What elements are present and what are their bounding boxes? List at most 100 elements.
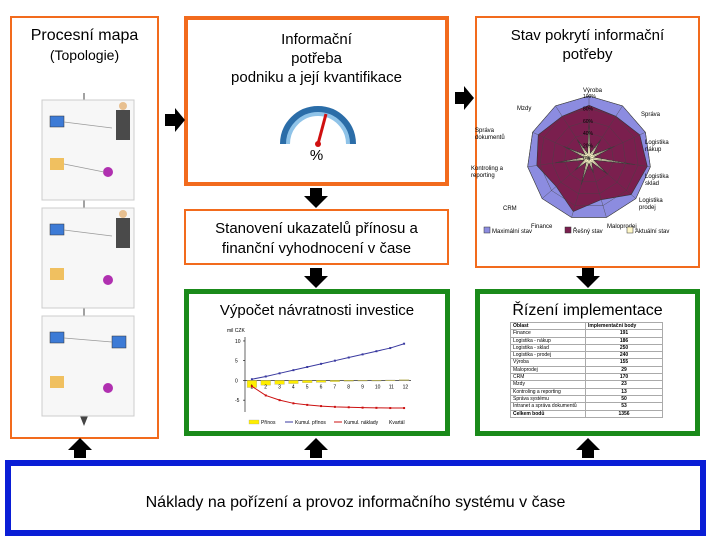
info-need-line3: podniku a její kvantifikace xyxy=(231,69,402,86)
radar-axis-label: Finance xyxy=(531,224,553,230)
roi-cum-cost-line-point xyxy=(278,399,281,402)
radar-spoke xyxy=(532,132,590,159)
radar-spoke xyxy=(571,157,590,218)
indicators-panel: Stanovení ukazatelů přínosu a finanční v… xyxy=(184,209,449,265)
roi-bar xyxy=(260,380,271,386)
roi-cum-benefit-line-point xyxy=(320,362,323,365)
roi-bar xyxy=(302,380,313,383)
table-head-points: Implementační body xyxy=(585,321,663,331)
roi-cum-cost-line-point xyxy=(403,407,406,410)
roi-bar xyxy=(343,380,354,382)
roi-x-tick-label: 4 xyxy=(292,384,295,390)
indicators-line1: Stanovení ukazatelů přínosu a xyxy=(215,220,418,237)
coverage-title-line1: Stav pokrytí informační xyxy=(510,27,665,44)
roi-x-tick-label: 5 xyxy=(306,384,309,390)
radar-ring xyxy=(551,120,627,194)
process-map-subtitle: (Topologie) xyxy=(49,47,120,63)
radar-ring-label: 80% xyxy=(583,106,594,112)
table-cell-points: 155 xyxy=(585,358,663,367)
table-cell-points: 53 xyxy=(585,402,663,411)
table-cell-points: 170 xyxy=(585,373,663,382)
roi-unit-label: mil CZK xyxy=(227,328,245,334)
roi-bar xyxy=(399,379,410,381)
process-map-panel: Procesní mapa (Topologie) xyxy=(10,16,159,439)
roi-x-tick-label: 12 xyxy=(403,384,409,390)
roi-x-tick-label: 1 xyxy=(250,384,253,390)
roi-x-tick-label: 7 xyxy=(333,384,336,390)
radar-ring-label: 20% xyxy=(583,144,594,150)
table-cell-points: 29 xyxy=(585,365,663,375)
arrow-coverage-to-impl xyxy=(576,268,600,288)
arrow-info-to-coverage xyxy=(455,86,474,110)
roi-x-tick-label: 6 xyxy=(320,384,323,390)
roi-cum-cost-line-point xyxy=(333,405,336,408)
roi-x-tick-label: 11 xyxy=(389,384,394,390)
roi-bar xyxy=(246,380,257,388)
roi-cum-benefit-line-point xyxy=(264,375,267,378)
gauge-label: % xyxy=(309,147,324,164)
process-flow-arrow xyxy=(80,416,88,426)
process-map-diagram xyxy=(41,93,135,426)
roi-bar xyxy=(288,380,299,384)
roi-bar xyxy=(357,380,368,382)
arrow-footer-to-roi xyxy=(304,438,328,458)
roi-bar xyxy=(316,380,327,383)
table-cell-points: 240 xyxy=(585,351,663,360)
roi-bar xyxy=(329,380,340,382)
arrow-info-to-indicators xyxy=(304,188,328,208)
roi-x-tick-label: 3 xyxy=(278,384,281,390)
radar-axis-label: Mzdy xyxy=(517,106,531,112)
roi-cum-benefit-line-point xyxy=(292,369,295,372)
roi-x-axis-label: Kvartál xyxy=(389,420,405,426)
roi-cum-cost-line xyxy=(251,385,405,409)
roi-cum-benefit-line-point xyxy=(278,372,281,375)
legend-max: Maximální stav xyxy=(492,229,532,235)
radar-current-area xyxy=(555,120,636,185)
process-group-1 xyxy=(41,99,135,201)
implementation-title: Řízení implementace xyxy=(512,302,663,319)
indicators-line2: finanční vyhodnocení v čase xyxy=(221,240,412,257)
radar-spoke xyxy=(542,157,590,199)
roi-y-tick-label: 5 xyxy=(235,359,238,365)
roi-x-tick-label: 8 xyxy=(347,384,350,390)
roi-cum-benefit-line-point xyxy=(361,353,364,356)
roi-cum-benefit-line-point xyxy=(403,342,406,345)
radar-ring-label: 40% xyxy=(583,131,594,137)
radar-ring xyxy=(539,108,639,206)
arrow-indicators-to-roi xyxy=(304,268,328,288)
roi-cum-cost-line-point xyxy=(375,406,378,409)
roi-x-tick-label: 10 xyxy=(375,384,381,390)
radar-spoke xyxy=(588,132,646,159)
radar-ring-label: 0% xyxy=(583,156,591,162)
radar-axis-label: CRM xyxy=(503,206,517,212)
process-group-2 xyxy=(41,207,135,309)
footer-text: Náklady na pořízení a provoz informačníh… xyxy=(145,494,566,511)
table-head-row: Oblast Implementační body xyxy=(510,321,663,331)
table-cell-points: 50 xyxy=(585,394,663,404)
radar-axis-label: Maloprodej xyxy=(607,224,637,230)
legend-solved: Řešný stav xyxy=(573,227,603,235)
roi-cum-cost-line-point xyxy=(389,407,392,410)
roi-x-tick-label: 9 xyxy=(361,384,364,390)
gauge xyxy=(280,106,356,147)
roi-cum-cost-line-point xyxy=(264,394,267,397)
radar-axis-label: Výroba xyxy=(583,88,603,94)
process-map-title: Procesní mapa xyxy=(30,27,139,44)
roi-cum-cost-line-point xyxy=(320,405,323,408)
roi-bar xyxy=(371,380,382,382)
process-group-3 xyxy=(41,315,135,417)
radar-spoke xyxy=(588,105,623,159)
roi-bar xyxy=(385,379,396,381)
roi-y-tick-label: 0 xyxy=(235,378,238,384)
table-total-value: 1356 xyxy=(585,409,663,418)
